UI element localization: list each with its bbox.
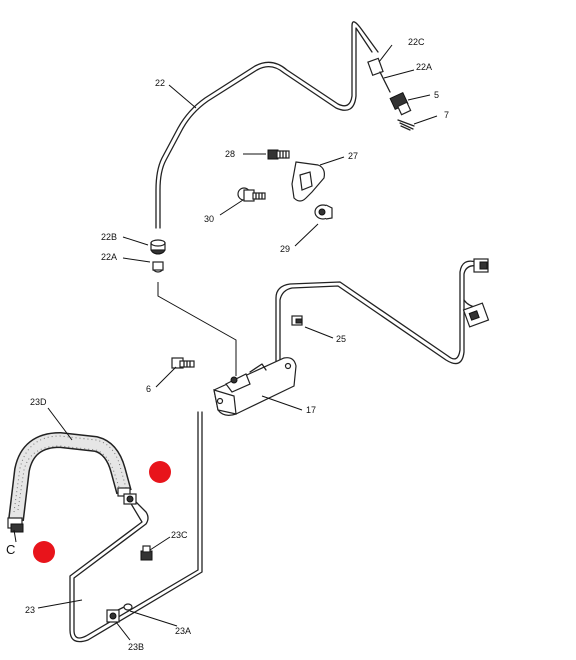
- label-5: 5: [434, 90, 439, 100]
- bolt-6: [171, 357, 195, 369]
- label-6: 6: [146, 384, 151, 394]
- label-7: 7: [444, 110, 449, 120]
- label-23c: 23C: [171, 530, 188, 540]
- junction-block-17: [213, 357, 297, 416]
- fitting-22c: [367, 57, 384, 77]
- label-22: 22: [155, 78, 165, 88]
- label-22b: 22B: [101, 232, 117, 242]
- label-30: 30: [204, 214, 214, 224]
- label-23b: 23B: [128, 642, 144, 652]
- fitting-22b: [150, 239, 166, 255]
- label-23: 23: [25, 605, 35, 615]
- fitting-22a-mid: [152, 261, 164, 273]
- bolt-30: [237, 187, 266, 202]
- hose-end-fitting-lower: [7, 517, 24, 533]
- red-marker-lower: [33, 541, 55, 563]
- fitting-23a: [123, 603, 133, 611]
- label-22a-mid: 22A: [101, 252, 117, 262]
- fitting-23b: [106, 609, 120, 623]
- label-22c: 22C: [408, 37, 425, 47]
- label-29: 29: [280, 244, 290, 254]
- fitting-22a-top: [379, 71, 391, 93]
- label-23a: 23A: [175, 626, 191, 636]
- bolt-28: [267, 149, 290, 160]
- connector-rear-lower: [462, 302, 490, 328]
- brake-line-right: [275, 260, 479, 371]
- label-22a-top: 22A: [416, 62, 432, 72]
- leader-lines: [13, 44, 438, 641]
- clip-25: [291, 315, 303, 326]
- label-17: 17: [306, 405, 316, 415]
- spring-clip-7: [397, 119, 415, 131]
- label-c: C: [6, 542, 15, 557]
- label-25: 25: [336, 334, 346, 344]
- hose-23d: [8, 432, 132, 521]
- bushing-29: [314, 204, 333, 220]
- bracket-27: [291, 161, 325, 202]
- brake-line-22: [155, 21, 379, 229]
- label-27: 27: [348, 151, 358, 161]
- red-marker-upper: [149, 461, 171, 483]
- connector-5: [389, 91, 412, 116]
- hose-end-fitting-upper: [117, 487, 137, 505]
- label-28: 28: [225, 149, 235, 159]
- label-23d: 23D: [30, 397, 47, 407]
- connector-rear-upper: [473, 258, 489, 273]
- fitting-23c: [140, 545, 153, 561]
